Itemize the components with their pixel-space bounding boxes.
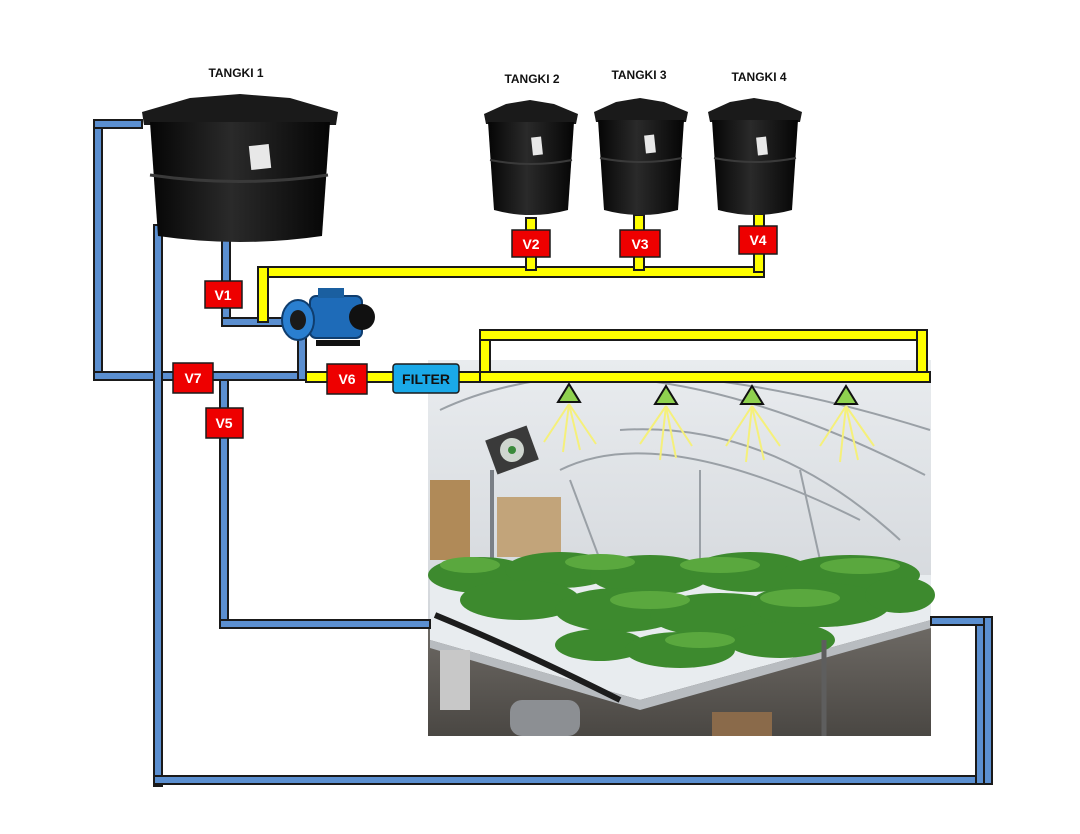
valve-v6: V6 [326,363,368,395]
water-pipes [93,119,993,787]
sprayer-icon [725,384,781,463]
valve-v1: V1 [204,280,243,309]
tank-4-label: TANGKI 4 [731,70,786,84]
valve-v4: V4 [738,225,778,255]
tank-1: TANGKI 1 [142,66,338,242]
filter-label: FILTER [402,371,450,387]
fan-icon [485,425,539,475]
svg-text:V7: V7 [184,370,201,386]
sprayer-icon [639,384,693,461]
tank-3: TANGKI 3 [594,68,688,215]
valve-v2: V2 [511,229,551,258]
svg-text:V6: V6 [338,371,355,387]
tank-1-label: TANGKI 1 [208,66,263,80]
valve-v3: V3 [619,229,661,258]
tank-3-label: TANGKI 3 [611,68,666,82]
tank-4: TANGKI 4 [708,70,802,215]
tank-2: TANGKI 2 [484,72,578,215]
sprayer-icon [819,384,875,463]
greenhouse-photo [428,360,935,736]
valve-v7: V7 [172,362,214,394]
svg-text:V2: V2 [522,236,539,252]
water-pump-icon [281,288,375,346]
svg-text:V3: V3 [631,236,648,252]
valve-v5: V5 [205,407,244,439]
svg-text:V4: V4 [749,232,766,248]
svg-text:V1: V1 [214,287,231,303]
sprayer-icon [543,382,597,453]
sprayers [543,382,875,463]
filter: FILTER [392,363,460,394]
svg-text:V5: V5 [215,415,232,431]
tank-2-label: TANGKI 2 [504,72,559,86]
